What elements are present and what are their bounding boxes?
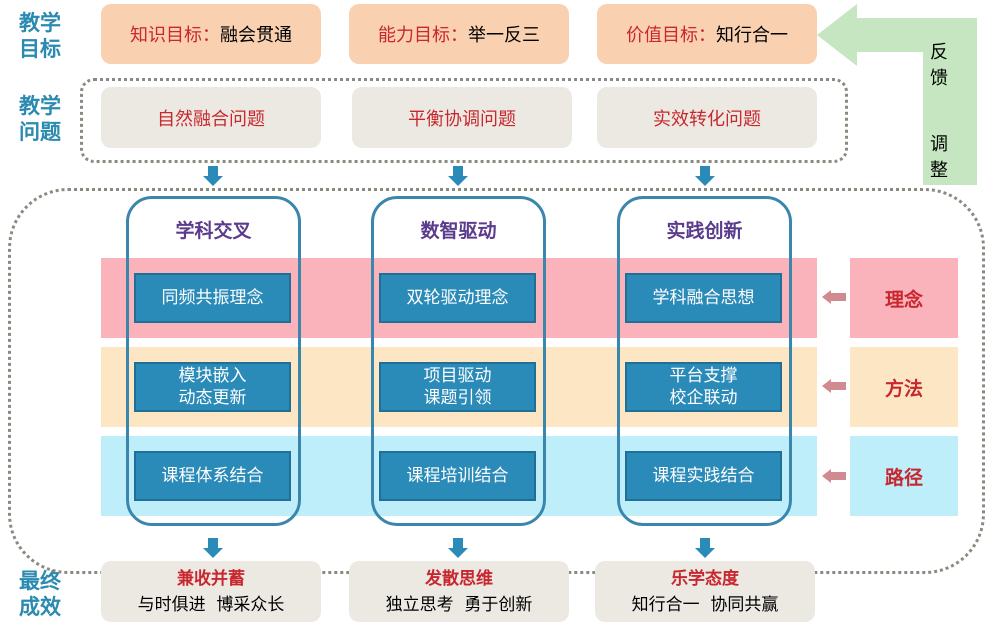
column-item: 项目驱动 课题引领 bbox=[379, 362, 536, 412]
row-label-path: 路径 bbox=[850, 436, 958, 516]
problems-group bbox=[80, 78, 848, 163]
outcome-box: 发散思维独立思考 勇于创新 bbox=[349, 561, 569, 622]
goals-label: 教学目标 bbox=[19, 11, 61, 61]
column-item: 学科融合思想 bbox=[625, 273, 782, 323]
outcome-box: 兼收并蓄与时俱进 博采众长 bbox=[101, 561, 321, 622]
outcome-box: 乐学态度知行合一 协同共赢 bbox=[595, 561, 815, 622]
down-arrow-icon bbox=[695, 166, 715, 188]
down-arrow-icon bbox=[695, 538, 715, 560]
column-item: 模块嵌入 动态更新 bbox=[134, 362, 291, 412]
left-arrow-icon bbox=[822, 469, 846, 483]
column-item: 课程体系结合 bbox=[134, 451, 291, 501]
row-label-method: 方法 bbox=[850, 347, 958, 427]
column-title: 实践创新 bbox=[666, 220, 743, 242]
column-item: 课程实践结合 bbox=[625, 451, 782, 501]
problem-box: 实效转化问题 bbox=[597, 87, 817, 148]
feedback-arrow bbox=[817, 4, 977, 185]
left-arrow-icon bbox=[822, 290, 846, 304]
row-label-concept: 理念 bbox=[850, 258, 958, 338]
goal-knowledge: 知识目标：融会贯通 bbox=[101, 4, 321, 64]
feedback-text: 反馈调整 bbox=[930, 42, 948, 181]
problem-box: 自然融合问题 bbox=[101, 87, 321, 148]
column-frame bbox=[371, 196, 546, 526]
problem-box: 平衡协调问题 bbox=[352, 87, 572, 148]
left-arrow-icon bbox=[822, 379, 846, 393]
column-item: 课程培训结合 bbox=[379, 451, 536, 501]
goal-ability: 能力目标：举一反三 bbox=[349, 4, 569, 64]
outcomes-label: 最终成效 bbox=[19, 569, 61, 619]
down-arrow-icon bbox=[203, 538, 223, 560]
down-arrow-icon bbox=[448, 166, 468, 188]
column-title: 学科交叉 bbox=[175, 220, 252, 242]
column-item: 平台支撑 校企联动 bbox=[625, 362, 782, 412]
column-title: 数智驱动 bbox=[420, 220, 497, 242]
column-item: 双轮驱动理念 bbox=[379, 273, 536, 323]
column-frame bbox=[617, 196, 792, 526]
column-item: 同频共振理念 bbox=[134, 273, 291, 323]
down-arrow-icon bbox=[203, 166, 223, 188]
problems-label: 教学问题 bbox=[19, 94, 61, 144]
column-frame bbox=[126, 196, 301, 526]
down-arrow-icon bbox=[448, 538, 468, 560]
goal-value: 价值目标：知行合一 bbox=[597, 4, 817, 64]
